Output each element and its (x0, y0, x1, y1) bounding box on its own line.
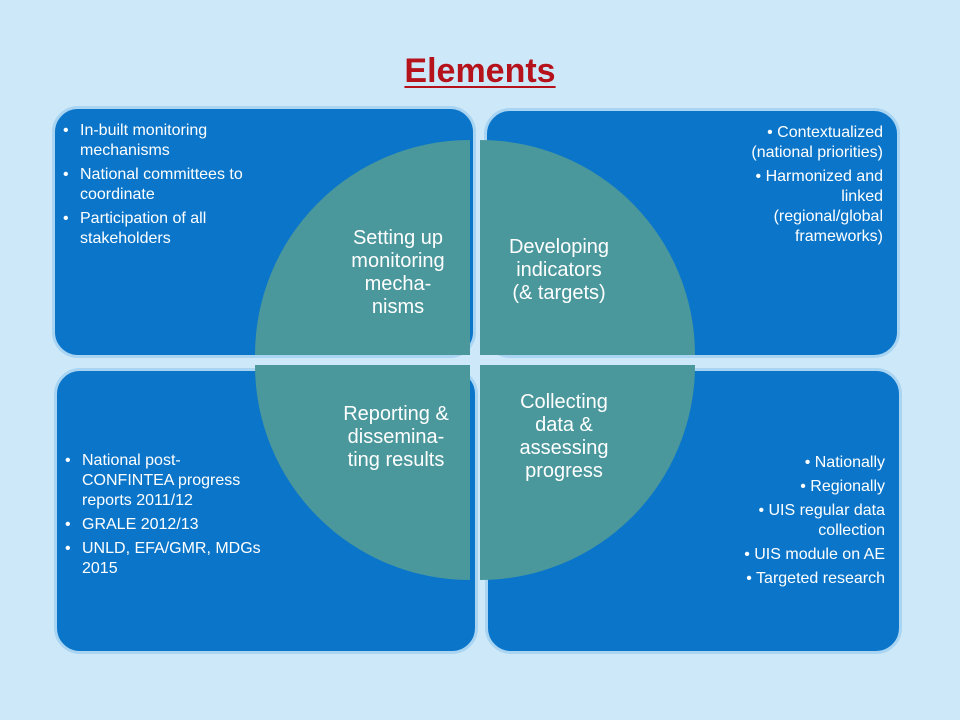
list-item-line: 2015 (82, 560, 118, 577)
quadrant-label-line: Collecting (520, 391, 608, 413)
list-item: • Targeted research (685, 569, 885, 589)
list-item-line: UNLD, EFA/GMR, MDGs (82, 540, 261, 557)
quadrant-label-line: (& targets) (512, 282, 606, 304)
list-bottom-left: National post- CONFINTEA progress reports … (65, 451, 355, 583)
list-top-left: In-built monitoring mechanismsNational co… (63, 121, 313, 253)
circle-quadrant-top-right (480, 140, 695, 355)
list-item-line: • Contextualized (767, 124, 883, 141)
list-item-line: collection (818, 522, 885, 539)
circle-quadrant-bottom-right (480, 365, 695, 580)
list-item: In-built monitoring mechanisms (63, 121, 313, 161)
list-item-line: • UIS module on AE (744, 546, 885, 563)
list-item: • Contextualized (national priorities) (663, 123, 883, 163)
list-item: National committees to coordinate (63, 165, 313, 205)
list-item-line: • Regionally (800, 478, 885, 495)
list-item-line: frameworks) (794, 228, 883, 245)
list-item: Participation of all stakeholders (63, 209, 313, 249)
quadrant-label-line: Developing (508, 236, 610, 258)
list-item-line: • UIS regular data (758, 502, 885, 519)
list-item-line: In-built monitoring (80, 122, 208, 139)
quadrant-label-line: monitoring (351, 250, 445, 272)
list-item-line: National committees to (80, 166, 243, 183)
list-item-line: stakeholders (80, 230, 171, 247)
list-item: • Nationally (685, 453, 885, 473)
quadrant-label-line: assessing (519, 437, 609, 459)
quadrant-label-line: progress (525, 460, 603, 482)
quadrant-label-line: Reporting & (343, 403, 449, 425)
circle-quadrant-bottom-left (255, 365, 470, 580)
quadrant-label-line: data & (535, 414, 593, 436)
list-item-line: (national priorities) (751, 144, 883, 161)
list-item: GRALE 2012/13 (65, 515, 355, 535)
circle-quadrant-top-left (255, 140, 470, 355)
quadrant-label-reporting: Reporting &dissemina-ting results (326, 403, 466, 472)
list-item-line: GRALE 2012/13 (82, 516, 199, 533)
list-item: UNLD, EFA/GMR, MDGs 2015 (65, 539, 355, 579)
quadrant-label-line: Setting up (352, 227, 444, 249)
quadrant-label-line: mecha- (364, 273, 432, 295)
list-item-line: Participation of all (80, 210, 207, 227)
quadrant-label-line: nisms (371, 296, 425, 318)
list-item: • Harmonized and linked (regional/global fr… (663, 167, 883, 247)
list-item: • UIS module on AE (685, 545, 885, 565)
list-item: National post- CONFINTEA progress reports … (65, 451, 355, 511)
list-item-line: • Nationally (804, 454, 885, 471)
list-item-line: • Harmonized and (755, 168, 883, 185)
list-item: • Regionally (685, 477, 885, 497)
slide-title: Elements (404, 52, 556, 90)
list-item-line: mechanisms (80, 142, 170, 159)
quadrant-label-line: indicators (516, 259, 602, 281)
list-item-line: coordinate (80, 186, 155, 203)
list-item-line: CONFINTEA progress (82, 472, 241, 489)
list-item-line: • Targeted research (746, 570, 885, 587)
list-item-line: reports 2011/12 (82, 492, 193, 509)
list-top-right: • Contextualized (national priorities) • H… (663, 123, 883, 251)
quadrant-label-line: ting results (347, 449, 445, 471)
list-item-line: (regional/global (773, 208, 883, 225)
list-item-line: National post- (82, 452, 181, 469)
list-item: • UIS regular data collection (685, 501, 885, 541)
quadrant-label-line: dissemina- (347, 426, 445, 448)
list-item-line: linked (841, 188, 883, 205)
list-bottom-right: • Nationally • Regionally • UIS regular da… (685, 453, 885, 593)
